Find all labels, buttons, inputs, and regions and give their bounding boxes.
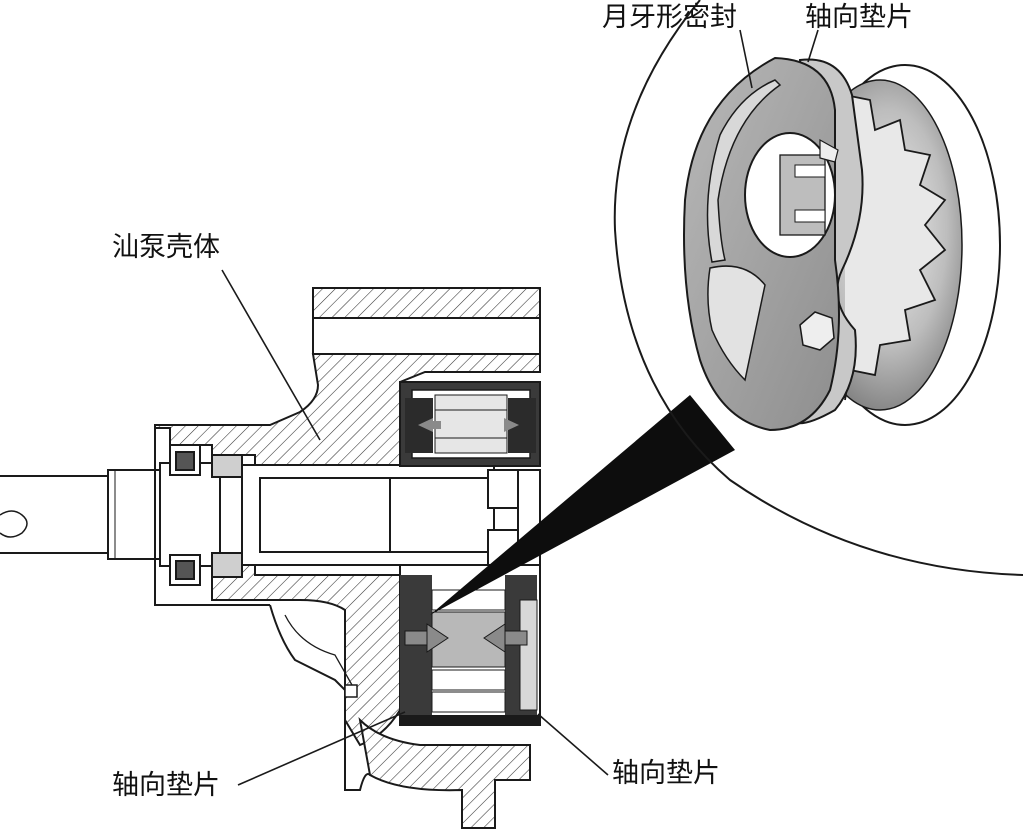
label-axial-shim-bottom-left: 轴向垫片 xyxy=(112,770,220,801)
leader-lines xyxy=(221,29,819,786)
pump-housing xyxy=(154,287,541,829)
upper-gear-pack xyxy=(399,381,541,467)
lower-gear-pack xyxy=(399,564,541,726)
label-pump-housing: 汕泵壳体 xyxy=(112,232,220,263)
crescent-seal-plate xyxy=(683,56,840,432)
label-crescent-seal: 月牙形密封 xyxy=(602,2,737,33)
label-axial-shim-top: 轴向垫片 xyxy=(805,2,913,33)
magnified-view xyxy=(613,0,1023,576)
drive-shaft xyxy=(0,462,221,567)
gear-shaft xyxy=(241,464,541,569)
label-axial-shim-bottom-right: 轴向垫片 xyxy=(612,758,720,789)
magnifier-wedge xyxy=(430,395,735,615)
